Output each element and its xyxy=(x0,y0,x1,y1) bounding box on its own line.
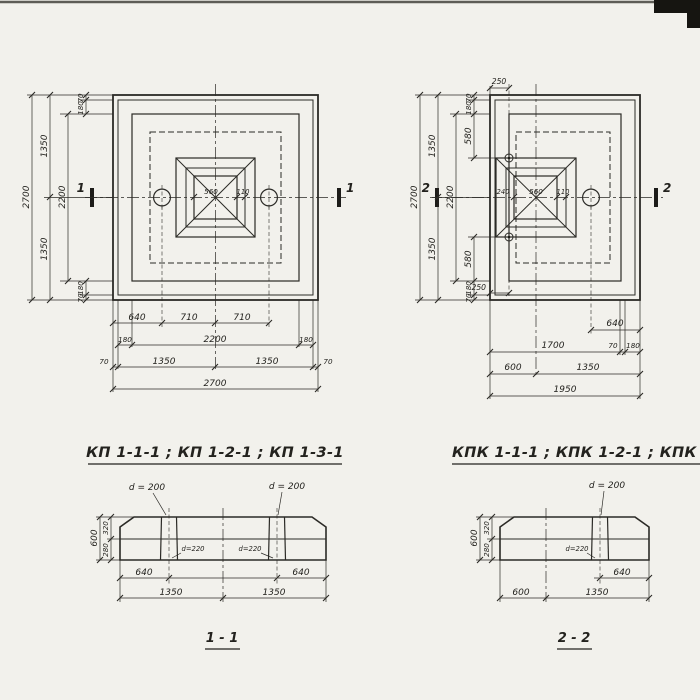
dim-row3: 1350 xyxy=(256,357,279,367)
dim-socket-wall: 110 xyxy=(237,188,250,196)
section-title-1-1: 1 - 1 xyxy=(206,631,239,646)
dim-row2: 2200 xyxy=(204,335,227,345)
section-mark-label-1: 1 xyxy=(346,181,354,195)
section-1-dimensions xyxy=(96,508,330,602)
dim-height-top: 320 xyxy=(101,521,110,535)
dim-row2: 70 xyxy=(608,341,618,350)
dim-half-bottom: 1350 xyxy=(40,237,50,260)
dim-hole-offset: 640 xyxy=(292,568,309,578)
dim-total-vertical: 2700 xyxy=(410,185,420,208)
dim-row2: 1700 xyxy=(542,341,565,351)
dim-row3: 70 xyxy=(99,357,109,366)
plan-left-dimensions xyxy=(27,91,322,393)
dim-row3: 1350 xyxy=(577,363,600,373)
dim-edge: 180 xyxy=(464,101,473,115)
dim-half-top: 1350 xyxy=(40,134,50,157)
dim-edge: 70 xyxy=(464,93,473,103)
section-mark-label-2: 2 xyxy=(663,181,671,195)
hole-diameter-bottom: d=220 xyxy=(239,545,262,553)
section-1-labels: d = 200 d = 200 d=220 d=220 600 320 280 … xyxy=(90,482,310,646)
section-mark-label-2: 2 xyxy=(422,181,430,195)
dim-row2: 180 xyxy=(299,335,313,344)
hole-diameter-bottom: d=220 xyxy=(182,545,205,553)
dim-bolt-top: 580 xyxy=(464,127,474,144)
plan-right-dimensions xyxy=(415,84,644,400)
dim-hole-offset: 640 xyxy=(135,568,152,578)
plan-left-geometry xyxy=(85,84,346,372)
dim-row3: 1350 xyxy=(153,357,176,367)
dim-edge: 180 xyxy=(76,281,85,295)
dim-edge: 180 xyxy=(76,101,85,115)
hole-diameter-bottom: d=220 xyxy=(566,545,589,553)
dim-inner: 2200 xyxy=(446,185,456,208)
dim-row3: 600 xyxy=(504,363,521,373)
dim-socket-pre: 240 xyxy=(497,188,510,196)
dim-edge: 70 xyxy=(76,293,85,303)
dim-edge: 180 xyxy=(464,281,473,295)
section-title-2-2: 2 - 2 xyxy=(558,631,591,646)
series-titles: КП 1-1-1 ; КП 1-2-1 ; КП 1-3-1 КПК 1-1-1… xyxy=(86,445,700,465)
dim-height-total: 600 xyxy=(470,529,480,546)
dim-height-bottom: 280 xyxy=(101,543,110,557)
series-title-left: КП 1-1-1 ; КП 1-2-1 ; КП 1-3-1 xyxy=(86,445,344,461)
dim-right: 1350 xyxy=(586,588,609,598)
dim-offset-bottom: 250 xyxy=(472,283,487,292)
plan-left-labels: 2700 1350 1350 2200 70 180 180 70 560 11… xyxy=(22,93,354,389)
dim-row4: 2700 xyxy=(204,379,227,389)
section-2-labels: d = 200 d=220 600 320 280 640 600 1350 2… xyxy=(470,481,631,646)
hole-diameter-top: d = 200 xyxy=(589,481,625,491)
dim-half-bottom: 1350 xyxy=(428,237,438,260)
dim-hole-offset: 640 xyxy=(613,568,630,578)
dim-row1: 710 xyxy=(233,313,250,323)
dim-height-bottom: 280 xyxy=(482,543,491,557)
dim-row3: 70 xyxy=(323,357,333,366)
dim-half-top: 1350 xyxy=(428,134,438,157)
dim-row2: 180 xyxy=(626,341,640,350)
dim-socket-wall: 110 xyxy=(557,188,570,196)
dim-total-vertical: 2700 xyxy=(22,185,32,208)
sheet-frame-marks xyxy=(0,0,700,28)
dim-left: 600 xyxy=(512,588,529,598)
section-2-dimensions xyxy=(476,508,653,602)
dim-half: 1350 xyxy=(263,588,286,598)
dim-row1: 640 xyxy=(606,319,623,329)
section-mark-label-1: 1 xyxy=(77,181,85,195)
dim-height-total: 600 xyxy=(90,529,100,546)
series-title-right: КПК 1-1-1 ; КПК 1-2-1 ; КПК 1-3-1 xyxy=(452,445,700,461)
hole-diameter-top: d = 200 xyxy=(269,482,305,492)
dim-height-top: 320 xyxy=(482,521,491,535)
dim-edge: 70 xyxy=(76,93,85,103)
dim-row1: 710 xyxy=(180,313,197,323)
dim-socket: 560 xyxy=(529,187,543,196)
dim-row2: 180 xyxy=(118,335,132,344)
dim-edge: 70 xyxy=(464,293,473,303)
dim-inner: 2200 xyxy=(58,185,68,208)
hole-diameter-top: d = 200 xyxy=(129,483,165,493)
dim-row1: 640 xyxy=(128,313,145,323)
dim-socket: 560 xyxy=(204,187,218,196)
dim-bolt-bottom: 580 xyxy=(464,250,474,267)
plan-right-labels: 2700 1350 1350 2200 70 180 580 580 180 7… xyxy=(410,77,671,395)
dim-offset-top: 250 xyxy=(492,77,507,86)
dim-row4: 1950 xyxy=(554,385,577,395)
dim-half: 1350 xyxy=(160,588,183,598)
